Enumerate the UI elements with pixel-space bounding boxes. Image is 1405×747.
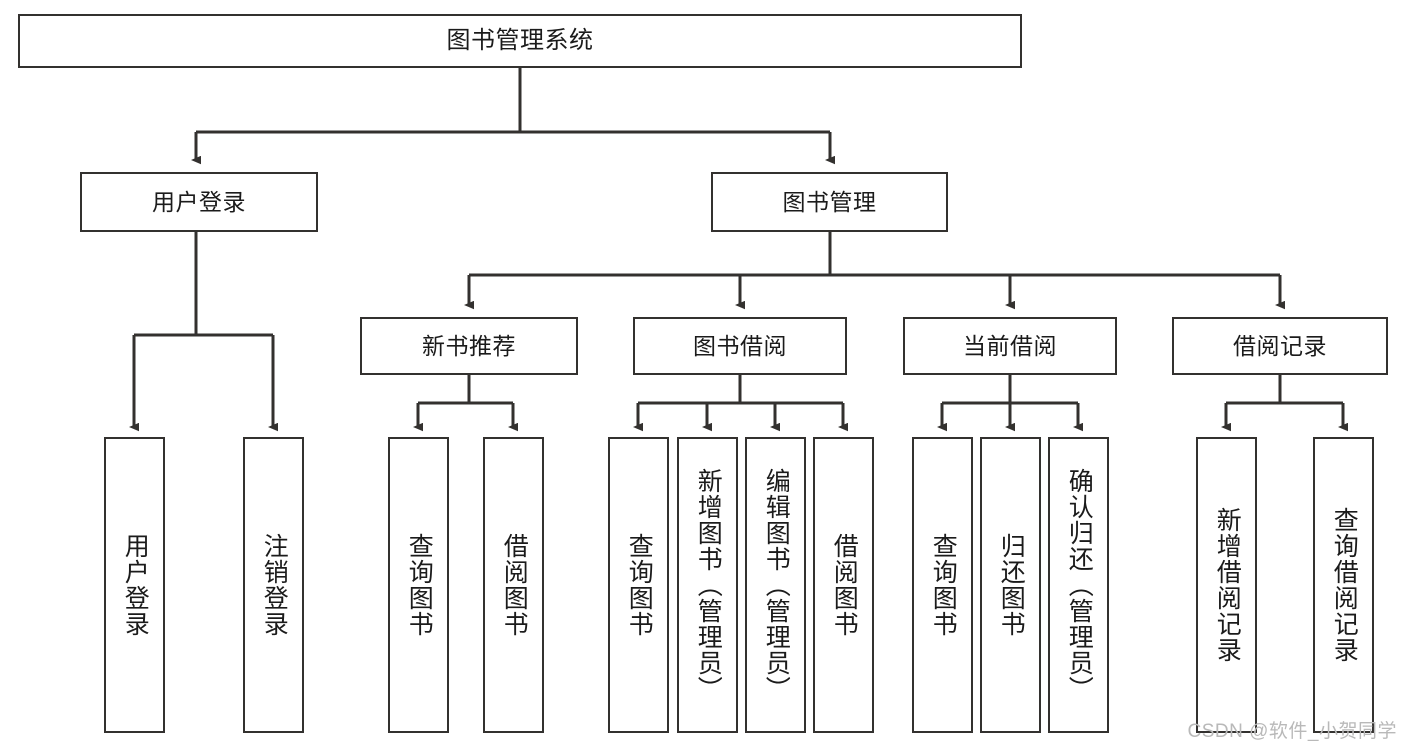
leaf-add-book-admin[interactable]: 新增图书（管理员） — [677, 437, 738, 733]
node-label: 确认归还（管理员） — [1065, 468, 1094, 702]
node-label: 借阅记录 — [1233, 332, 1327, 359]
node-label: 查询借阅记录 — [1330, 507, 1359, 663]
leaf-query-book-current[interactable]: 查询图书 — [912, 437, 973, 733]
node-book-management[interactable]: 图书管理 — [711, 172, 948, 232]
node-label: 查询图书 — [405, 533, 434, 637]
node-current-borrow[interactable]: 当前借阅 — [903, 317, 1117, 375]
node-label: 编辑图书（管理员） — [762, 468, 791, 702]
node-label: 查询图书 — [625, 533, 654, 637]
node-label: 新增图书（管理员） — [694, 468, 723, 702]
node-label: 查询图书 — [929, 533, 958, 637]
leaf-return-book[interactable]: 归还图书 — [980, 437, 1041, 733]
leaf-query-book-borrow[interactable]: 查询图书 — [608, 437, 669, 733]
node-root-book-management-system[interactable]: 图书管理系统 — [18, 14, 1022, 68]
node-label: 用户登录 — [152, 188, 246, 215]
node-label: 当前借阅 — [963, 332, 1057, 359]
node-label: 借阅图书 — [500, 533, 529, 637]
leaf-borrow-book[interactable]: 借阅图书 — [813, 437, 874, 733]
node-label: 图书借阅 — [693, 332, 787, 359]
leaf-borrow-book-recommend[interactable]: 借阅图书 — [483, 437, 544, 733]
node-label: 新书推荐 — [422, 332, 516, 359]
node-book-borrow[interactable]: 图书借阅 — [633, 317, 847, 375]
leaf-user-login[interactable]: 用户登录 — [104, 437, 165, 733]
node-label: 归还图书 — [997, 533, 1026, 637]
node-borrow-record[interactable]: 借阅记录 — [1172, 317, 1388, 375]
node-label: 新增借阅记录 — [1213, 507, 1242, 663]
leaf-query-book-recommend[interactable]: 查询图书 — [388, 437, 449, 733]
node-label: 借阅图书 — [830, 533, 859, 637]
node-label: 图书管理 — [782, 188, 877, 215]
leaf-confirm-return-admin[interactable]: 确认归还（管理员） — [1048, 437, 1109, 733]
leaf-add-borrow-record[interactable]: 新增借阅记录 — [1196, 437, 1257, 733]
node-label: 用户登录 — [121, 533, 150, 637]
leaf-logout-login[interactable]: 注销登录 — [243, 437, 304, 733]
watermark: CSDN @软件_小贺同学 — [1187, 721, 1397, 742]
node-label: 图书管理系统 — [446, 27, 594, 55]
node-new-book-recommend[interactable]: 新书推荐 — [360, 317, 578, 375]
leaf-query-borrow-record[interactable]: 查询借阅记录 — [1313, 437, 1374, 733]
leaf-edit-book-admin[interactable]: 编辑图书（管理员） — [745, 437, 806, 733]
node-user-login[interactable]: 用户登录 — [80, 172, 318, 232]
node-label: 注销登录 — [260, 533, 289, 637]
